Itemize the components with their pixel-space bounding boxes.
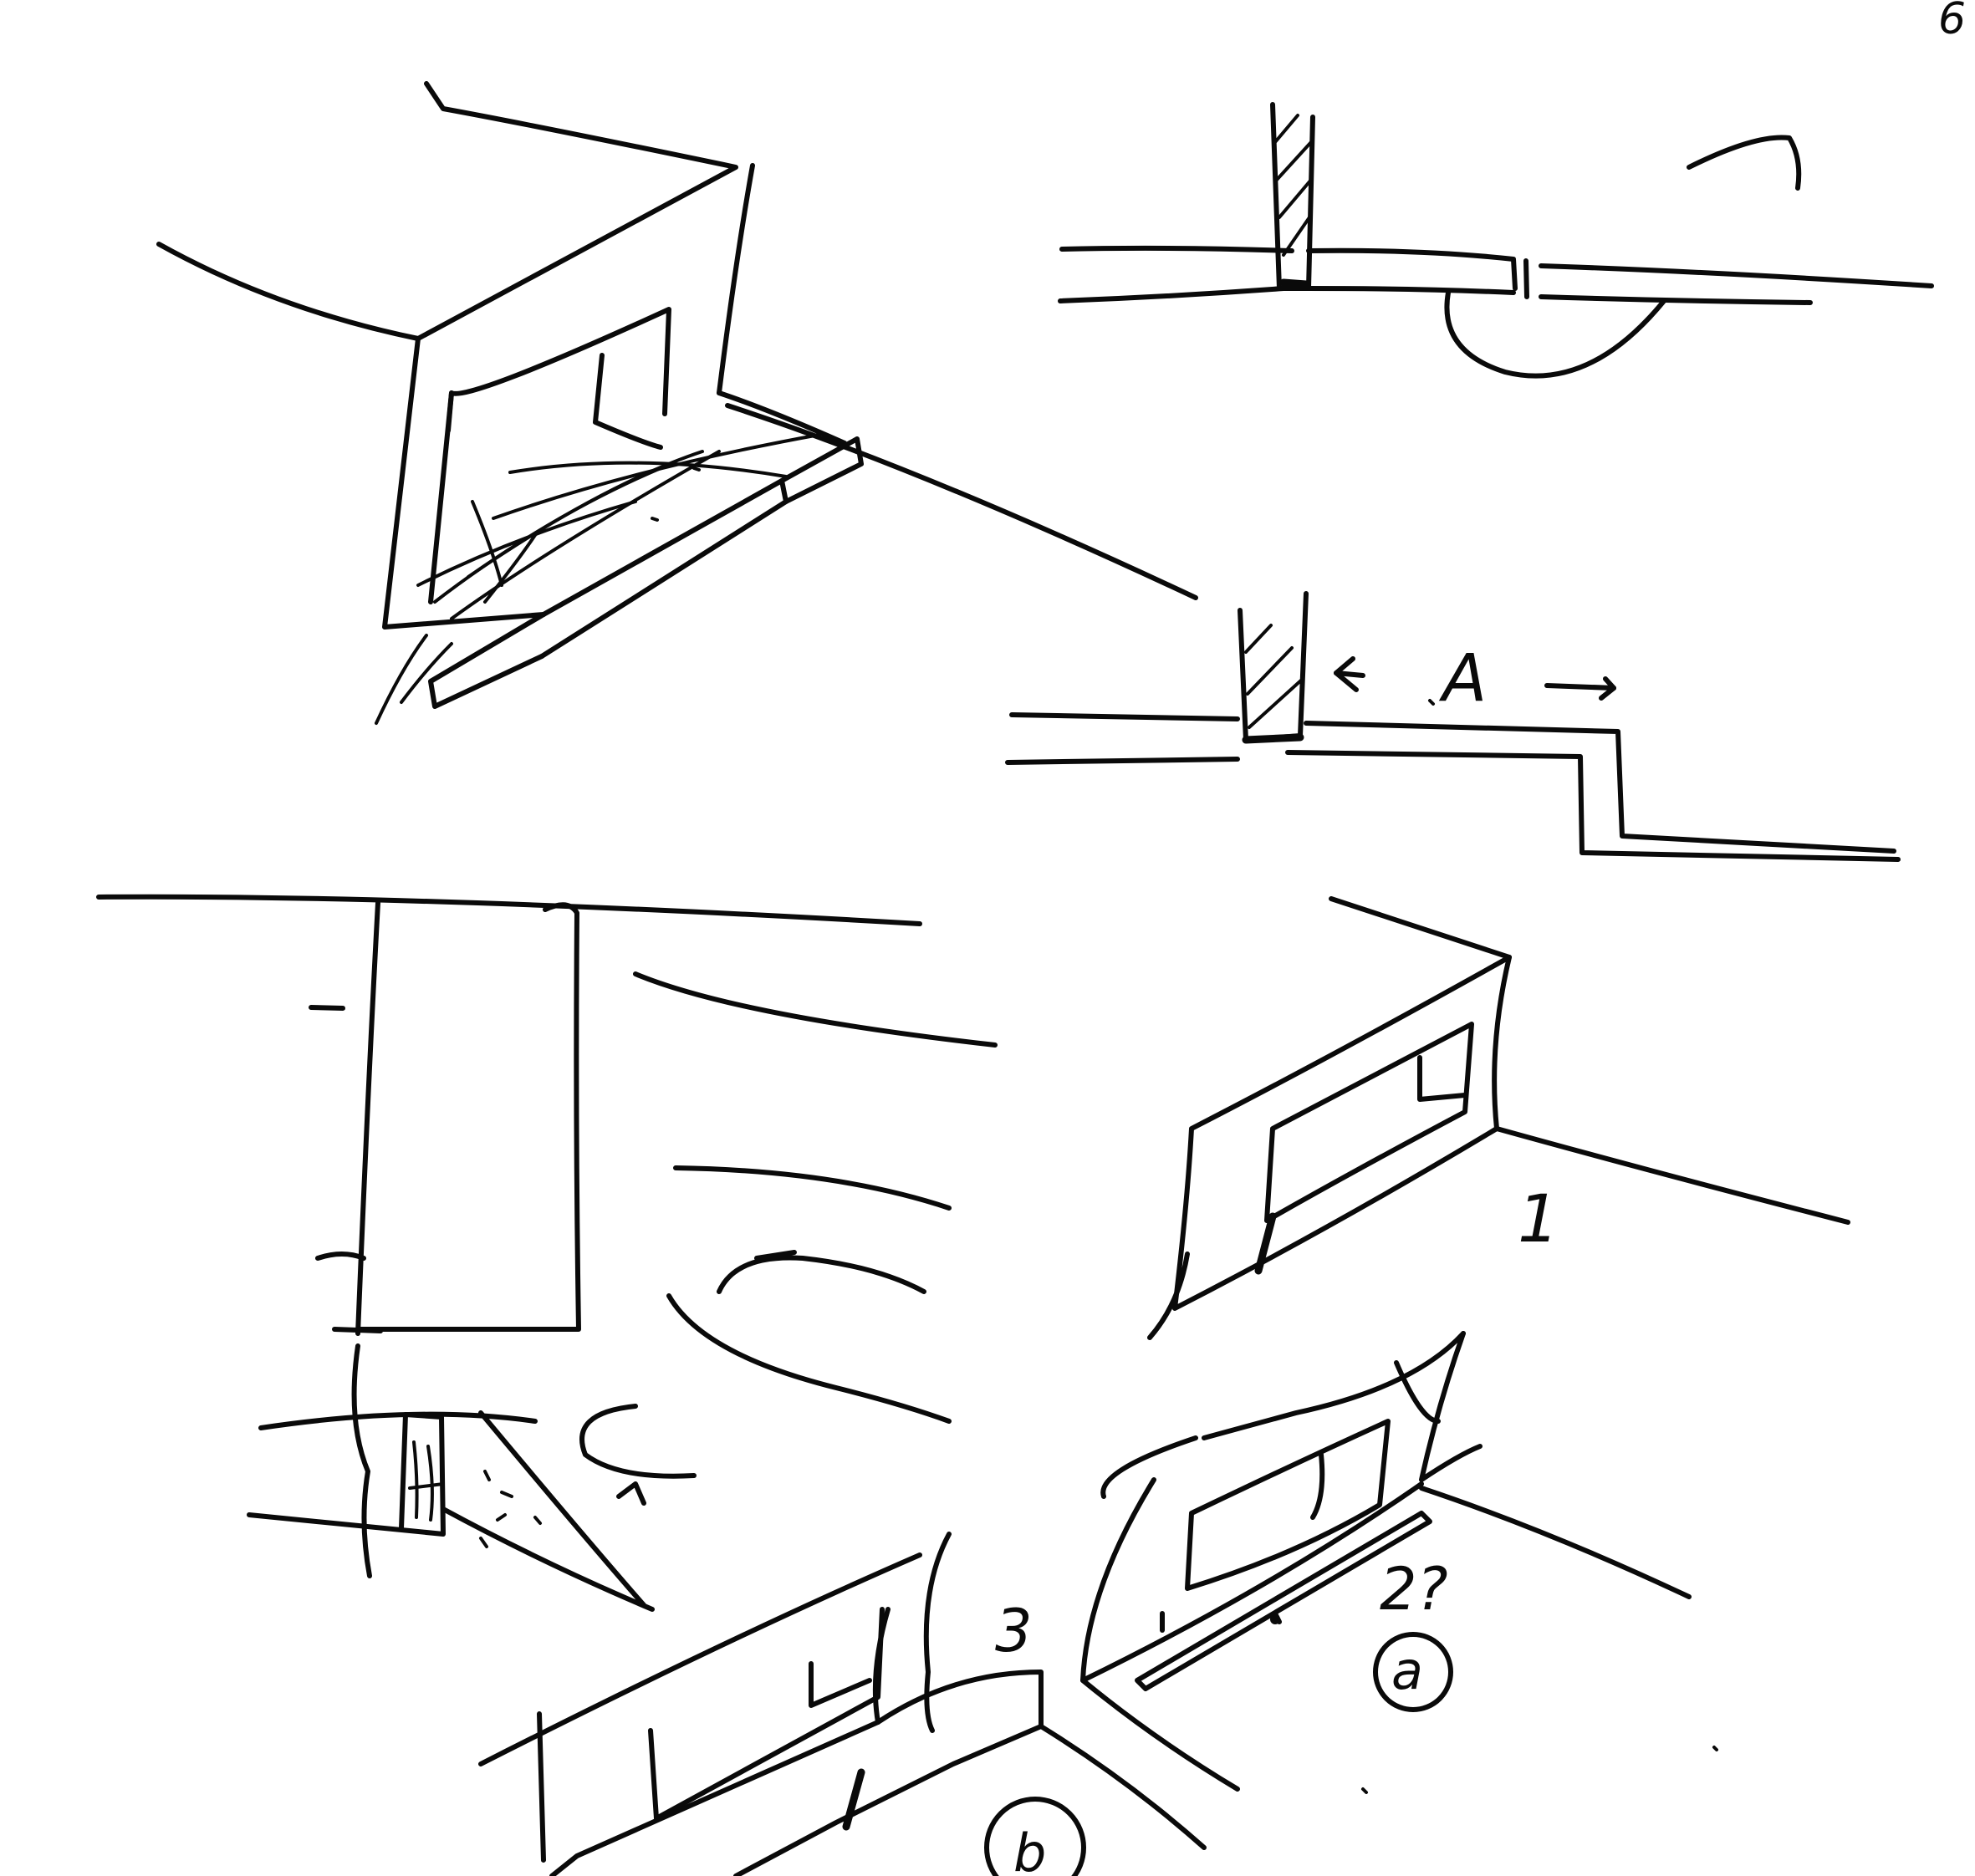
section-step-dimension: A: [1005, 591, 1901, 862]
plan-panel-flow: [96, 894, 998, 1612]
option-1-wall-sketch: 1: [1147, 896, 1850, 1340]
circled-b-label: b: [1013, 1822, 1046, 1876]
stray-mark: [1712, 1746, 1718, 1751]
sketch-wall-window-bench: [156, 81, 1198, 725]
page-number: 6: [1938, 0, 1966, 44]
handle-dot-icon: [1270, 1614, 1280, 1624]
option-2-query-label: 2?: [1380, 1555, 1448, 1624]
section-post-floor-arc: [1058, 102, 1934, 379]
option-3-wall-sketch: 3 b: [478, 1532, 1207, 1876]
option-3-label: 3: [995, 1597, 1033, 1665]
circled-a-ring: [1373, 1632, 1453, 1712]
option-2-wall-sketch: 2? a: [1080, 1331, 1692, 1792]
option-1-label: 1: [1518, 1182, 1559, 1257]
dimension-label-a: A: [1438, 641, 1487, 716]
circled-b-ring: [984, 1797, 1086, 1876]
stray-mark: [1361, 1787, 1368, 1794]
circled-a-label: a: [1391, 1640, 1423, 1701]
